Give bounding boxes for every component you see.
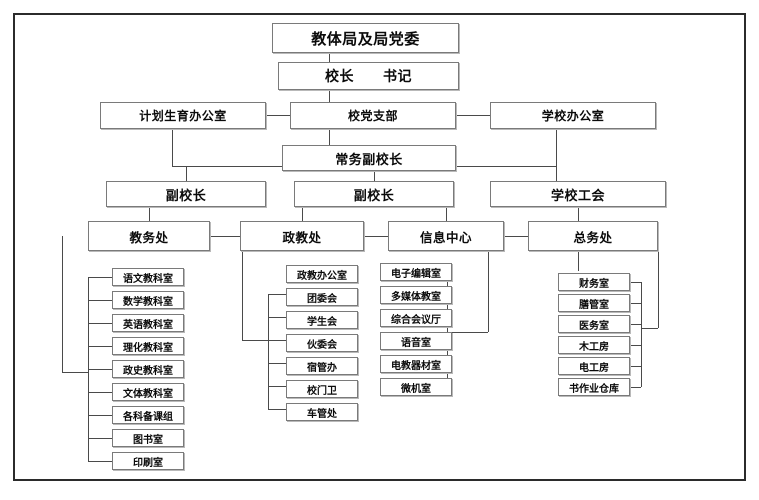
node-english-room[interactable]: 英语教科室 (112, 314, 184, 332)
node-labor-union[interactable]: 学校工会 (490, 181, 666, 207)
connector-party-branch-to-evp (329, 129, 330, 145)
connector-general-across (641, 328, 658, 329)
connector-vp1-to-academic (149, 207, 150, 221)
connector-moral-leaf-6 (268, 409, 286, 410)
node-youth-league[interactable]: 团委会 (286, 288, 358, 306)
node-canteen-committee[interactable]: 伙委会 (286, 334, 358, 352)
node-multimedia-classroom[interactable]: 多媒体教室 (380, 286, 452, 304)
node-party-branch[interactable]: 校党支部 (290, 102, 456, 129)
node-executive-vice-principal[interactable]: 常务副校长 (282, 145, 456, 171)
connector-evp-right-arm (456, 166, 470, 167)
connector-school-office-drop (556, 129, 557, 166)
connector-moral-drop (242, 236, 243, 340)
node-conference-hall[interactable]: 综合会议厅 (380, 309, 452, 327)
node-physics-chem-room[interactable]: 理化教科室 (112, 337, 184, 355)
connector-bureau-to-principal (329, 52, 330, 62)
connector-vp2-to-infocenter (446, 207, 447, 221)
node-electrical-workshop[interactable]: 电工房 (558, 357, 630, 375)
connector-general-leaf-4 (625, 345, 641, 346)
connector-moral-bus (268, 294, 269, 410)
connector-dept-chain-2 (364, 236, 388, 237)
node-library[interactable]: 图书室 (112, 429, 184, 447)
connector-academic-leaf-2 (88, 300, 112, 301)
node-electronic-editing-room[interactable]: 电子编辑室 (380, 263, 452, 281)
connector-general-bus (641, 282, 642, 387)
connector-general-leaf-2 (625, 303, 641, 304)
node-chinese-room[interactable]: 语文教科室 (112, 268, 184, 286)
connector-vp2-to-moral (302, 207, 303, 221)
node-student-union[interactable]: 学生会 (286, 311, 358, 329)
node-information-center[interactable]: 信息中心 (388, 221, 504, 251)
connector-level3-left (266, 115, 290, 116)
node-av-equipment-room[interactable]: 电教器材室 (380, 355, 452, 373)
connector-academic-leaf-5 (88, 369, 112, 370)
connector-academic-across (62, 372, 88, 373)
node-vice-principal-2[interactable]: 副校长 (294, 181, 454, 207)
connector-academic-leaf-6 (88, 392, 112, 393)
connector-general-leaf-3 (625, 324, 641, 325)
connector-academic-drop (62, 236, 63, 372)
connector-level3-right (456, 115, 490, 116)
node-moral-edu-office[interactable]: 政教办公室 (286, 265, 358, 283)
connector-infocenter-drop (488, 250, 489, 332)
connector-academic-leaf-1 (88, 277, 112, 278)
node-academic-affairs[interactable]: 教务处 (88, 221, 210, 251)
connector-labor-union-to-general (578, 207, 579, 221)
connector-dept-chain-1 (210, 236, 240, 237)
connector-moral-leaf-5 (268, 386, 286, 387)
connector-general-leaf-6 (625, 387, 641, 388)
connector-evp-to-vp2 (374, 171, 375, 181)
node-vehicle-office[interactable]: 车管处 (286, 403, 358, 421)
node-textbook-warehouse[interactable]: 书作业仓库 (558, 378, 630, 396)
connector-moral-leaf-1 (268, 294, 286, 295)
connector-dept-chain-3 (504, 236, 528, 237)
connector-school-office-across (470, 166, 556, 167)
node-vice-principal-1[interactable]: 副校长 (106, 181, 266, 207)
node-moral-education[interactable]: 政教处 (240, 221, 364, 251)
connector-academic-leaf-7 (88, 415, 112, 416)
node-finance-room[interactable]: 财务室 (558, 273, 630, 291)
node-lesson-prep-groups[interactable]: 各科备课组 (112, 406, 184, 424)
node-print-room[interactable]: 印刷室 (112, 452, 184, 470)
connector-general-leaf-5 (625, 366, 641, 367)
node-arts-pe-room[interactable]: 文体教科室 (112, 383, 184, 401)
connector-academic-leaf-4 (88, 346, 112, 347)
connector-academic-leaf-3 (88, 323, 112, 324)
node-language-lab[interactable]: 语音室 (380, 332, 452, 350)
node-politics-history-room[interactable]: 政史教科室 (112, 360, 184, 378)
node-general-affairs[interactable]: 总务处 (528, 221, 658, 251)
node-school-gate-guard[interactable]: 校门卫 (286, 380, 358, 398)
node-principal[interactable]: 校长 书记 (278, 62, 459, 90)
node-computer-room[interactable]: 微机室 (380, 378, 452, 396)
node-bureau[interactable]: 教体局及局党委 (272, 23, 459, 53)
connector-moral-leaf-2 (268, 317, 286, 318)
node-school-office[interactable]: 学校办公室 (490, 102, 656, 129)
connector-infocenter-bus (447, 272, 448, 388)
connector-labor-union-up (556, 166, 557, 181)
connector-infocenter-across (447, 332, 488, 333)
node-family-planning-office[interactable]: 计划生育办公室 (100, 102, 266, 129)
connector-general-leafcol-drop (578, 251, 579, 271)
node-dorm-office[interactable]: 宿管办 (286, 357, 358, 375)
connector-fpo-drop (172, 129, 173, 166)
node-medical-room[interactable]: 医务室 (558, 315, 630, 333)
connector-general-leaf-1 (625, 282, 641, 283)
connector-general-drop (658, 236, 659, 328)
connector-fpo-across (172, 166, 282, 167)
node-dining-management-room[interactable]: 膳管室 (558, 294, 630, 312)
node-math-room[interactable]: 数学教科室 (112, 291, 184, 309)
connector-academic-leaf-9 (88, 461, 112, 462)
node-carpentry-workshop[interactable]: 木工房 (558, 336, 630, 354)
connector-principal-to-party-branch (329, 89, 330, 103)
connector-academic-leaf-8 (88, 438, 112, 439)
connector-moral-leaf-4 (268, 363, 286, 364)
connector-vp1-up (186, 166, 187, 181)
connector-moral-across (242, 340, 268, 341)
connector-moral-leaf-3 (268, 340, 286, 341)
